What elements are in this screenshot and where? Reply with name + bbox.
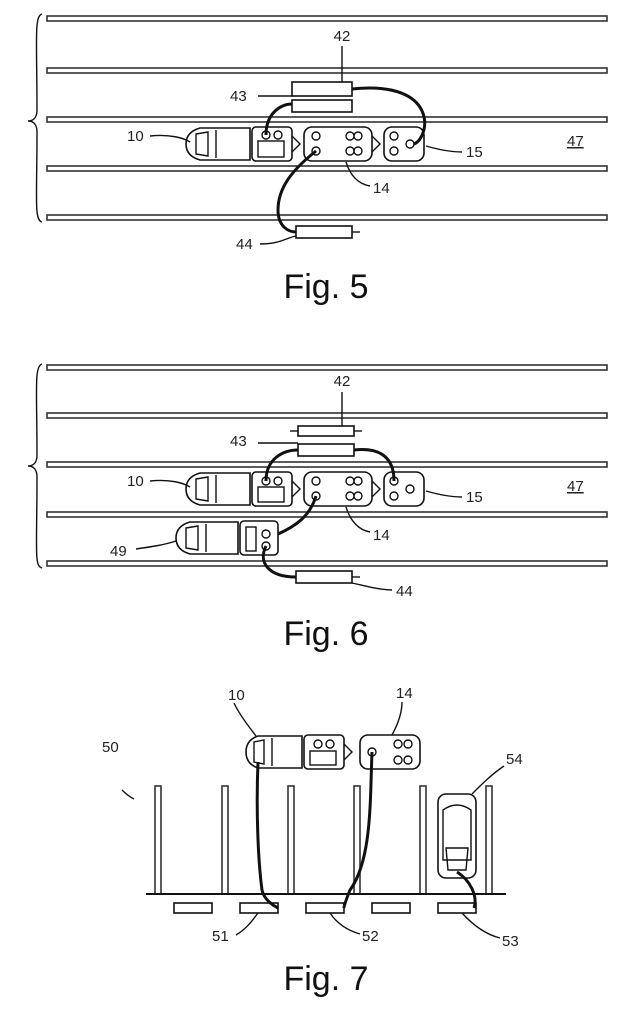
cable <box>353 448 396 482</box>
vehicle-49 <box>175 520 279 556</box>
parking-divider <box>221 785 229 895</box>
cable <box>264 448 299 482</box>
label-51: 51 <box>212 928 229 945</box>
charger-52 <box>305 902 345 914</box>
label-15: 15 <box>466 489 483 506</box>
charger-empty <box>371 902 411 914</box>
label-43: 43 <box>230 88 247 105</box>
module-15 <box>383 471 425 507</box>
cable <box>277 495 318 536</box>
charger-42 <box>297 425 355 437</box>
charger-53 <box>437 902 477 914</box>
charger-44 <box>295 570 353 584</box>
cable <box>351 86 427 146</box>
label-14: 14 <box>396 685 413 702</box>
label-50: 50 <box>102 739 119 756</box>
caption-fig-5: Fig. 5 <box>283 268 368 306</box>
lane-line <box>46 67 608 74</box>
label-10: 10 <box>127 473 144 490</box>
label-44: 44 <box>236 236 253 253</box>
label-10: 10 <box>127 128 144 145</box>
label-42: 42 <box>334 373 351 390</box>
vehicle-54 <box>437 793 477 879</box>
cable <box>276 149 317 234</box>
trailer-14 <box>303 126 381 162</box>
charger-43 <box>297 443 355 457</box>
label-42: 42 <box>334 28 351 45</box>
lane-line <box>46 511 608 518</box>
caption-fig-7: Fig. 7 <box>283 960 368 998</box>
cable <box>264 102 293 136</box>
parking-divider <box>485 785 493 895</box>
lane-brace <box>27 13 43 223</box>
label-49: 49 <box>110 543 127 560</box>
lane-line <box>46 461 608 468</box>
charger-42 <box>291 81 353 97</box>
vehicle-10 <box>185 471 301 507</box>
label-15: 15 <box>466 144 483 161</box>
lane-line <box>46 116 608 123</box>
label-43: 43 <box>230 433 247 450</box>
module-15 <box>383 126 425 162</box>
charger-43 <box>291 99 353 113</box>
lane-line <box>46 214 608 221</box>
label-54: 54 <box>506 751 523 768</box>
label-52: 52 <box>362 928 379 945</box>
lane-line <box>46 364 608 371</box>
vehicle-10 <box>185 126 301 162</box>
cable <box>255 761 279 910</box>
label-14: 14 <box>373 180 390 197</box>
cable <box>456 870 477 909</box>
label-47: 47 <box>567 133 584 150</box>
figure-5: 42 43 10 47 15 14 44 Fig. 5 <box>27 13 608 306</box>
label-14: 14 <box>373 527 390 544</box>
label-47: 47 <box>567 478 584 495</box>
parking-divider <box>419 785 427 895</box>
trailer-14 <box>359 734 421 770</box>
caption-fig-6: Fig. 6 <box>283 615 368 653</box>
lane-line <box>46 412 608 419</box>
lane-brace <box>27 363 43 569</box>
cable <box>342 751 374 909</box>
parking-divider <box>287 785 295 895</box>
parking-divider <box>154 785 162 895</box>
label-10: 10 <box>228 687 245 704</box>
vehicle-10 <box>245 734 353 770</box>
figure-6: 42 43 10 47 15 14 49 44 Fig. 6 <box>27 363 608 653</box>
charger-empty <box>173 902 213 914</box>
figure-7: 10 14 50 54 51 52 53 Fig. 7 <box>102 685 523 998</box>
lane-line <box>46 560 608 567</box>
lane-line <box>46 165 608 172</box>
label-44: 44 <box>396 583 413 600</box>
lane-line <box>46 15 608 22</box>
cable <box>261 545 297 579</box>
label-53: 53 <box>502 933 519 950</box>
charger-44 <box>295 225 353 239</box>
